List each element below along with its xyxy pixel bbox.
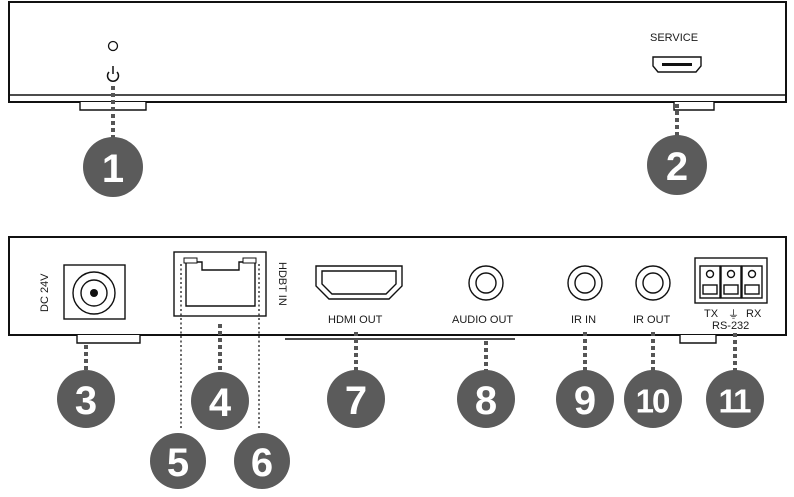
power-led-icon	[107, 40, 119, 52]
dc-24v-label: DC 24V	[39, 273, 51, 312]
svg-text:6: 6	[251, 441, 273, 485]
audio-jack-icon[interactable]	[468, 265, 504, 301]
dc-jack-icon[interactable]	[63, 264, 126, 320]
callout-6: 6	[234, 433, 290, 489]
callout-11: 11	[706, 370, 764, 428]
rear-panel: DC 24V HDBT IN HDMI OUT AUDIO OUT	[8, 236, 787, 344]
callout-3: 3	[57, 370, 115, 428]
svg-text:2: 2	[666, 145, 688, 189]
callout-1: 1	[83, 137, 143, 197]
power-button-icon	[106, 66, 120, 83]
rx-label: RX	[746, 308, 762, 320]
svg-text:10: 10	[636, 383, 669, 420]
hdbt-in-label: HDBT IN	[276, 262, 288, 306]
callout-4: 4	[191, 372, 249, 430]
callout-10: 10	[624, 370, 682, 428]
ir-jack-icon[interactable]	[567, 265, 603, 301]
svg-text:5: 5	[167, 441, 189, 485]
ir-jack-icon[interactable]	[635, 265, 671, 301]
hdmi-out-label: HDMI OUT	[328, 314, 383, 326]
svg-text:11: 11	[719, 383, 752, 420]
tx-label: TX	[704, 308, 719, 320]
mini-usb-port-icon[interactable]	[652, 56, 702, 73]
svg-text:1: 1	[102, 147, 124, 191]
svg-text:3: 3	[75, 379, 97, 423]
callout-8: 8	[457, 370, 515, 428]
svg-text:7: 7	[345, 379, 367, 423]
callout-5: 5	[150, 433, 206, 489]
callout-2: 2	[647, 135, 707, 195]
ir-in-label: IR IN	[571, 314, 596, 326]
callout-9: 9	[556, 370, 614, 428]
service-label: SERVICE	[650, 32, 698, 44]
front-panel: SERVICE	[8, 1, 787, 111]
ground-icon: ⏚	[728, 308, 739, 321]
leader-lines	[84, 264, 737, 430]
hdmi-port-icon[interactable]	[315, 265, 403, 300]
callout-7: 7	[327, 370, 385, 428]
svg-text:4: 4	[209, 381, 232, 425]
svg-text:9: 9	[574, 379, 596, 423]
audio-out-label: AUDIO OUT	[452, 314, 513, 326]
ir-out-label: IR OUT	[633, 314, 671, 326]
terminal-block-icon[interactable]	[694, 257, 768, 304]
rs-232-label: RS-232	[712, 320, 749, 332]
svg-text:8: 8	[475, 379, 497, 423]
rj45-port-icon[interactable]	[173, 251, 267, 317]
